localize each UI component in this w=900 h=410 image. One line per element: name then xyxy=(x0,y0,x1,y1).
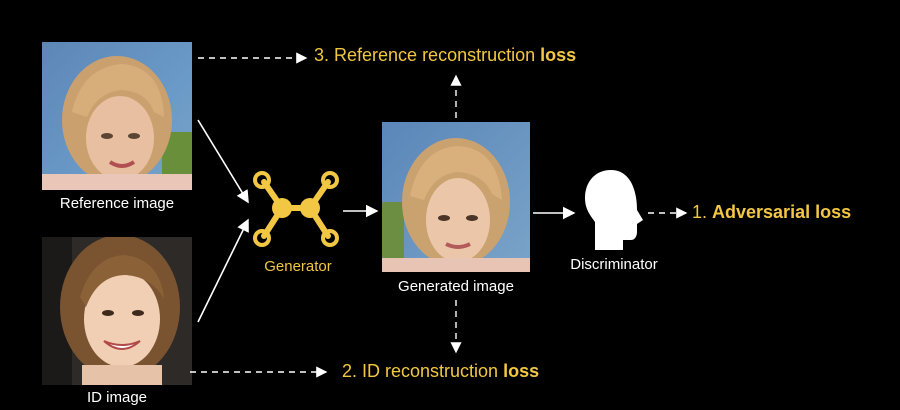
loss3-text: Reference reconstruction xyxy=(334,45,541,65)
id-image xyxy=(42,237,192,385)
reference-reconstruction-loss-label: 3. Reference reconstruction loss xyxy=(314,45,576,66)
loss2-bold: loss xyxy=(503,361,540,381)
id-image-label: ID image xyxy=(86,389,148,406)
discriminator-label: Discriminator xyxy=(570,256,658,273)
arrow-id-to-generator xyxy=(197,218,249,323)
loss2-prefix: 2. xyxy=(342,361,363,381)
loss2-text: ID reconstruction xyxy=(362,361,504,381)
generated-image-label: Generated image xyxy=(398,278,514,295)
arrow-reference-to-generator xyxy=(197,119,249,204)
generated-image xyxy=(382,122,530,272)
loss3-prefix: 3. xyxy=(314,45,335,65)
reference-image xyxy=(42,42,192,190)
loss1-prefix: 1. xyxy=(692,202,713,222)
adversarial-loss-label: 1. Adversarial loss xyxy=(692,202,851,223)
generator-network-icon xyxy=(250,170,342,250)
head-silhouette-icon xyxy=(583,168,645,252)
loss3-bold: loss xyxy=(540,45,577,65)
id-reconstruction-loss-label: 2. ID reconstruction loss xyxy=(342,361,539,382)
loss1-text: Adversarial loss xyxy=(712,202,852,222)
reference-image-label: Reference image xyxy=(59,195,175,212)
generator-label: Generator xyxy=(264,258,332,275)
